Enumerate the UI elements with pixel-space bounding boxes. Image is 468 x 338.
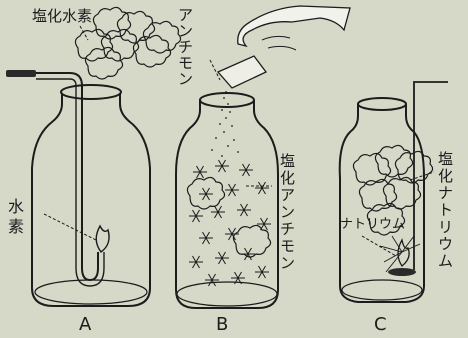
- hydrogen-char: 水: [8, 197, 24, 216]
- vertical-char: 塩: [280, 152, 295, 170]
- vertical-char: モ: [280, 237, 295, 255]
- spoon: [388, 268, 416, 276]
- antimony-chloride-crystals: [187, 160, 271, 286]
- vertical-char: ナ: [438, 184, 453, 202]
- panel-c: 塩化ナトリウム ナトリウム C: [340, 82, 453, 335]
- vertical-char: ン: [280, 203, 295, 221]
- jar-a-rim: [61, 85, 121, 99]
- label-antimony-chloride: 塩化アンチモン: [280, 152, 295, 272]
- label-antimony: アンチモン: [178, 6, 193, 88]
- vertical-char: リ: [438, 218, 453, 236]
- vertical-char: ム: [438, 252, 453, 270]
- panel-a: 塩化水素 水素 A: [6, 7, 181, 335]
- leader-antimony: [210, 60, 220, 80]
- jar-a: [32, 92, 150, 306]
- hand: [238, 6, 350, 46]
- caption-c: C: [374, 314, 387, 335]
- vertical-char: 化: [438, 167, 453, 185]
- caption-b: B: [216, 314, 228, 335]
- vertical-char: チ: [280, 220, 295, 238]
- vertical-char: 塩: [438, 150, 453, 168]
- label-sodium: ナトリウム: [340, 217, 405, 232]
- leader-sodium: [362, 236, 396, 256]
- jar-b-rim: [200, 93, 254, 107]
- leader-hydrogen: [44, 214, 96, 240]
- vertical-char: ン: [178, 70, 193, 88]
- vertical-char: ウ: [438, 235, 453, 253]
- vertical-char: ア: [280, 186, 295, 204]
- vertical-char: ト: [438, 201, 453, 219]
- hydrogen-char: 素: [8, 217, 24, 236]
- rubber-tube: [6, 70, 36, 77]
- label-hcl: 塩化水素: [32, 7, 92, 25]
- jar-a-base: [35, 280, 147, 304]
- jar-c-rim: [358, 98, 406, 110]
- jar-c-base: [342, 280, 422, 300]
- panel-b: アンチモン 塩化アンチモン B: [176, 6, 350, 335]
- paper: [218, 56, 266, 88]
- jar-b-base: [177, 282, 277, 306]
- vertical-char: ン: [280, 254, 295, 272]
- label-hydrogen: 水素: [8, 197, 24, 236]
- hydrogen-flame: [96, 226, 109, 252]
- label-sodium-chloride: 塩化ナトリウム: [438, 150, 453, 270]
- caption-a: A: [79, 314, 92, 335]
- glass-tube-a: [36, 73, 98, 280]
- vertical-char: 化: [280, 169, 295, 187]
